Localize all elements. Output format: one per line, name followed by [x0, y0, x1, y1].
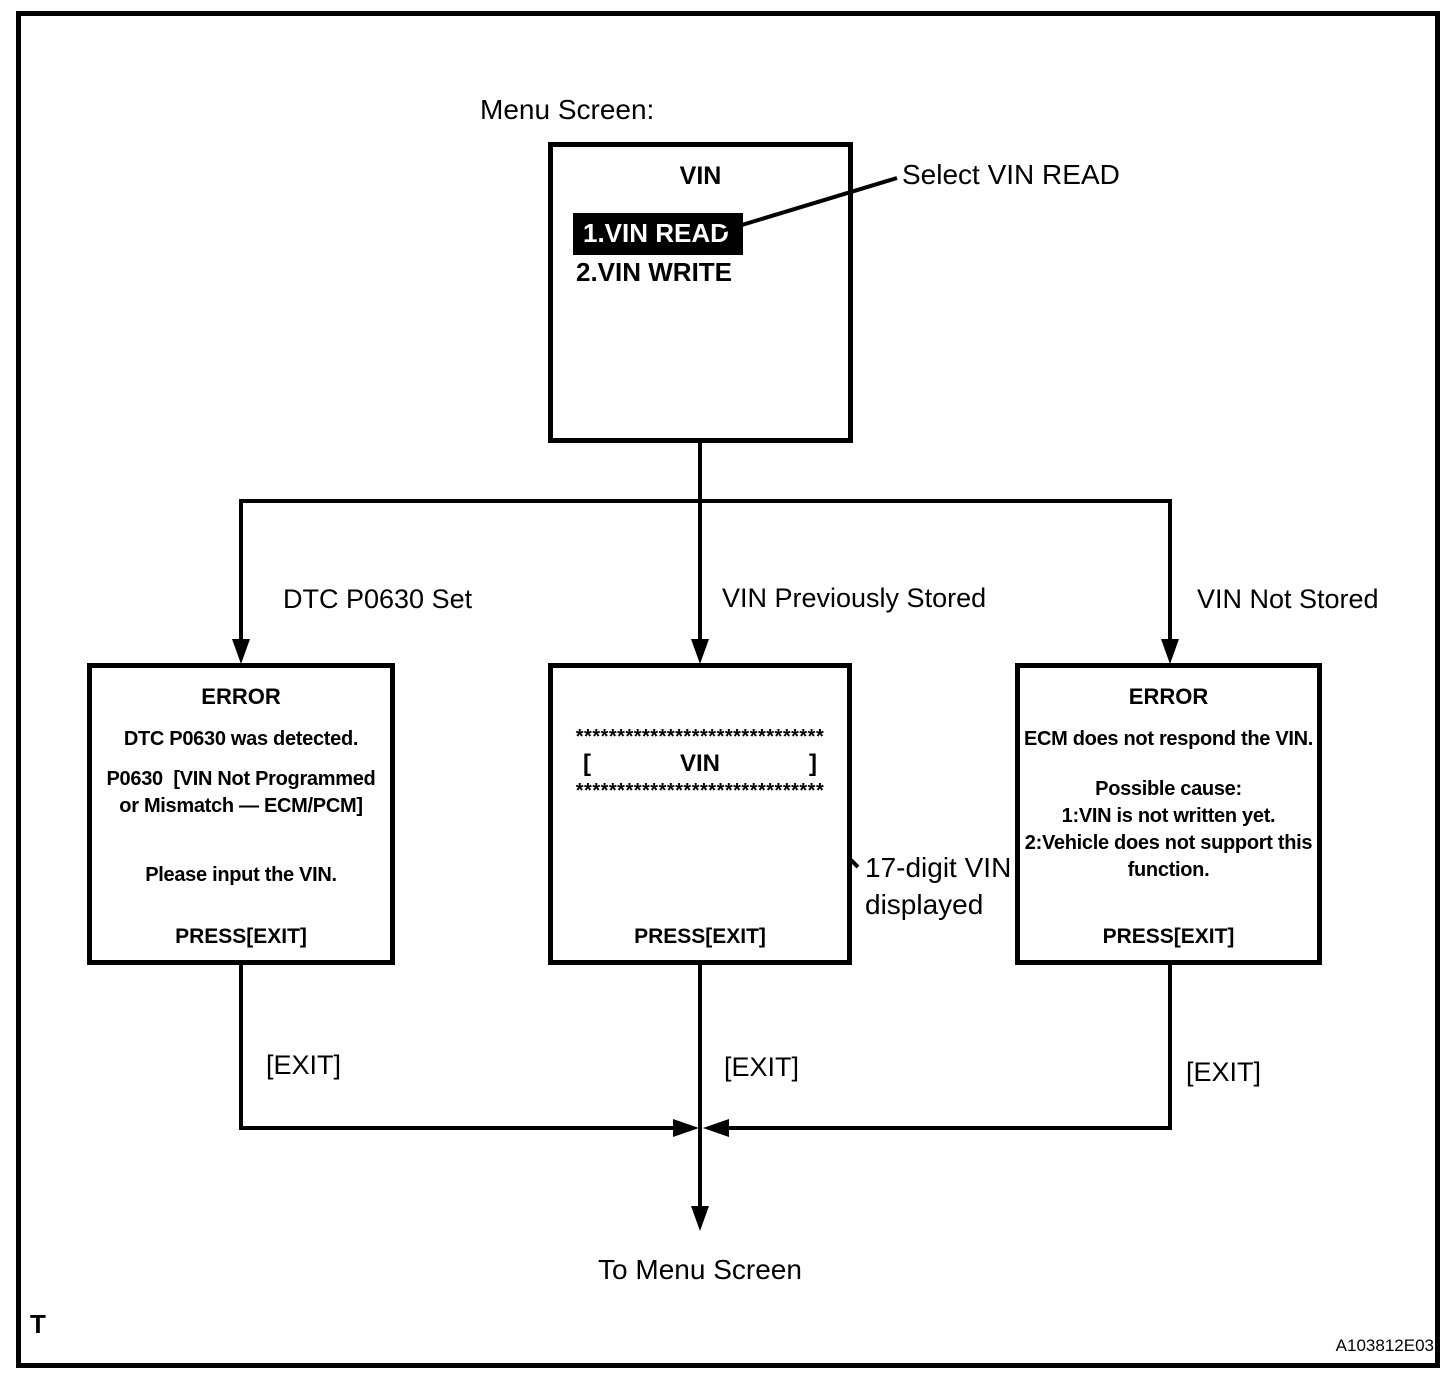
vin-bracket-open: [ [583, 750, 591, 777]
vin-display-stars-bottom: ****************************** [575, 780, 825, 802]
branch-label-vin-not-stored: VIN Not Stored [1197, 584, 1379, 614]
ecm-error-line3: 1:VIN is not written yet. [1061, 805, 1276, 827]
menu-screen-heading: Menu Screen: [480, 94, 655, 125]
ecm-error-footer: PRESS[EXIT] [1102, 925, 1235, 948]
arrowhead-to-menu [691, 1206, 709, 1231]
arrowhead-middle-screen [691, 639, 709, 664]
vin-digits-annotation-line2: displayed [865, 889, 984, 920]
ecm-error-line5: function. [1127, 859, 1210, 881]
menu-screen-box: VIN 1.VIN READ 2.VIN WRITE [548, 142, 853, 443]
to-menu-screen-label: To Menu Screen [598, 1254, 802, 1285]
dtc-error-line4: Please input the VIN. [145, 864, 337, 886]
branch-bar [239, 499, 1172, 503]
branch-label-dtc-set: DTC P0630 Set [283, 584, 473, 614]
connector-branch-right [1168, 499, 1172, 641]
dtc-error-line1: DTC P0630 was detected. [123, 728, 359, 750]
exit-label-middle: [EXIT] [724, 1052, 800, 1082]
vin-display-screen: ****************************** [ VIN ] *… [548, 663, 852, 965]
arrowhead-merge-from-left [673, 1119, 699, 1137]
vin-digits-annotation-line1: 17-digit VIN [865, 852, 1012, 883]
connector-exit-left [239, 965, 243, 1130]
connector-branch-left [239, 499, 243, 641]
figure-code: A103812E03 [1335, 1336, 1434, 1355]
ecm-error-line2: Possible cause: [1095, 778, 1242, 800]
dtc-error-footer: PRESS[EXIT] [175, 925, 307, 948]
page-marker: T [30, 1309, 46, 1339]
connector-exit-right [1168, 965, 1172, 1130]
vin-display-footer: PRESS[EXIT] [634, 925, 766, 948]
select-vin-read-annotation: Select VIN READ [902, 159, 1120, 190]
vin-display-stars-top: ****************************** [575, 726, 825, 748]
arrowhead-merge-from-right [703, 1119, 729, 1137]
dtc-error-line2: P0630 [VIN Not Programmed [106, 768, 376, 790]
menu-title: VIN [679, 162, 722, 190]
connector-exit-middle [698, 965, 702, 1207]
dtc-error-screen: ERROR DTC P0630 was detected. P0630 [VIN… [87, 663, 395, 965]
menu-item-vin-read-selected: 1.VIN READ [573, 213, 743, 255]
menu-item-vin-write: 2.VIN WRITE [576, 257, 733, 287]
ecm-error-screen: ERROR ECM does not respond the VIN. Poss… [1015, 663, 1322, 965]
vin-display-bracket-row: [ VIN ] [553, 750, 847, 778]
exit-label-right: [EXIT] [1186, 1057, 1262, 1087]
dtc-error-title: ERROR [201, 684, 281, 709]
exit-label-left: [EXIT] [266, 1050, 342, 1080]
branch-label-vin-stored: VIN Previously Stored [722, 583, 987, 613]
ecm-error-line1: ECM does not respond the VIN. [1023, 728, 1314, 750]
vin-display-label: VIN [679, 750, 720, 777]
ecm-error-line4: 2:Vehicle does not support this [1024, 832, 1313, 854]
dtc-error-line3: or Mismatch — ECM/PCM] [119, 795, 363, 817]
connector-menu-to-middle [698, 443, 702, 642]
arrowhead-right-screen [1161, 639, 1179, 664]
merge-bar-left [239, 1126, 673, 1130]
vin-bracket-close: ] [808, 750, 817, 777]
merge-bar-right [729, 1126, 1170, 1130]
ecm-error-title: ERROR [1128, 684, 1209, 709]
arrowhead-left-screen [232, 639, 250, 664]
